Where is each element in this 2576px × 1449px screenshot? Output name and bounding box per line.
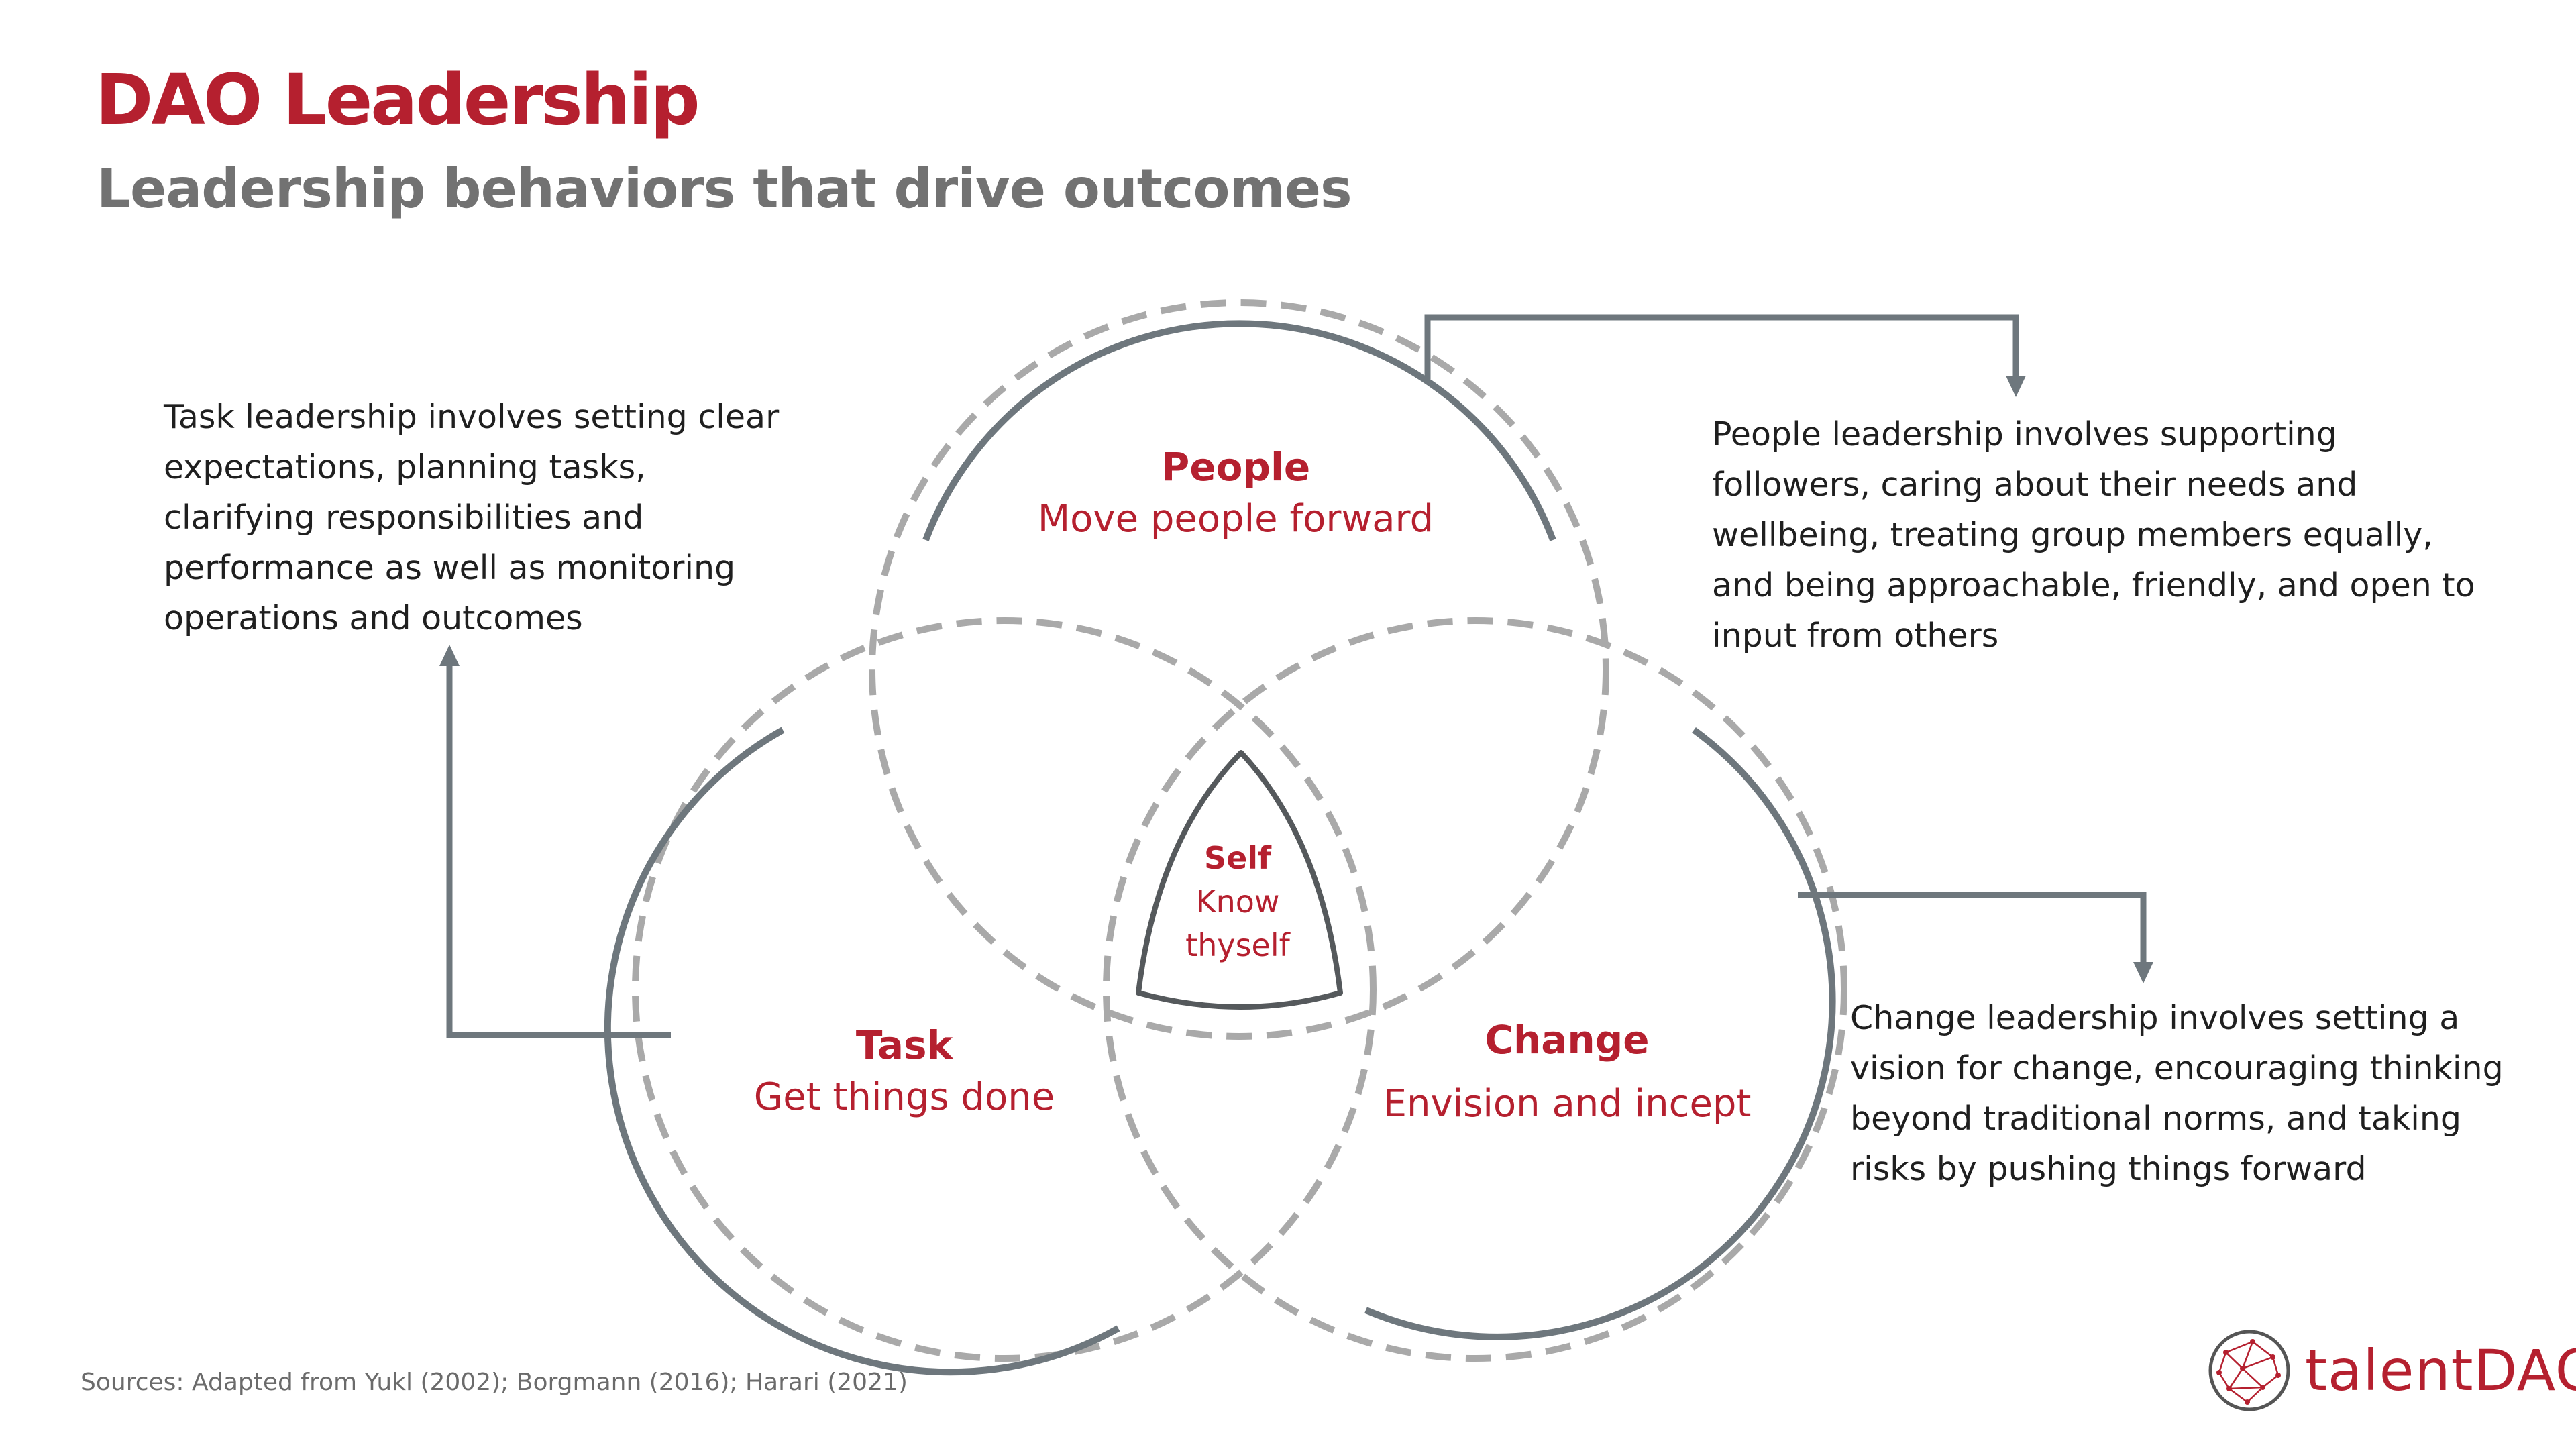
self-label: Self bbox=[1204, 840, 1272, 876]
change-arrow-icon bbox=[2133, 962, 2153, 983]
brand-logo: talentDAO bbox=[2206, 1327, 2576, 1414]
people-dashed-circle bbox=[869, 299, 1609, 1040]
people-sublabel: Move people forward bbox=[1038, 497, 1434, 541]
task-label: Task bbox=[856, 1022, 954, 1068]
sources-footnote: Sources: Adapted from Yukl (2002); Borgm… bbox=[80, 1368, 908, 1396]
task-dashed-circle bbox=[632, 617, 1377, 1362]
people-arrow-icon bbox=[2006, 376, 2026, 397]
change-sublabel: Envision and incept bbox=[1383, 1082, 1752, 1126]
people-connector bbox=[1424, 314, 2019, 381]
page-subtitle: Leadership behaviors that drive outcomes bbox=[97, 158, 1352, 220]
change-label: Change bbox=[1485, 1017, 1649, 1063]
task-description: Task leadership involves setting clear e… bbox=[164, 398, 780, 637]
people-solid-arc bbox=[922, 320, 1556, 541]
brand-name: talentDAO bbox=[2305, 1338, 2576, 1403]
change-connector bbox=[1798, 892, 2147, 967]
task-sublabel: Get things done bbox=[754, 1075, 1055, 1119]
task-arrow-icon bbox=[439, 645, 460, 666]
self-line-1: Know bbox=[1195, 883, 1279, 920]
people-label: People bbox=[1161, 444, 1310, 490]
self-line-2: thyself bbox=[1185, 927, 1291, 963]
change-description: Change leadership involves setting a vis… bbox=[1850, 999, 2504, 1188]
task-connector bbox=[446, 661, 671, 1038]
task-solid-arc bbox=[604, 727, 1120, 1376]
change-solid-arc bbox=[1364, 727, 1836, 1340]
network-globe-icon bbox=[2208, 1330, 2290, 1411]
people-description: People leadership involves supporting fo… bbox=[1712, 415, 2475, 655]
self-center-shape bbox=[1136, 750, 1343, 1010]
page-title: DAO Leadership bbox=[95, 59, 700, 141]
change-dashed-circle bbox=[1103, 617, 1847, 1362]
